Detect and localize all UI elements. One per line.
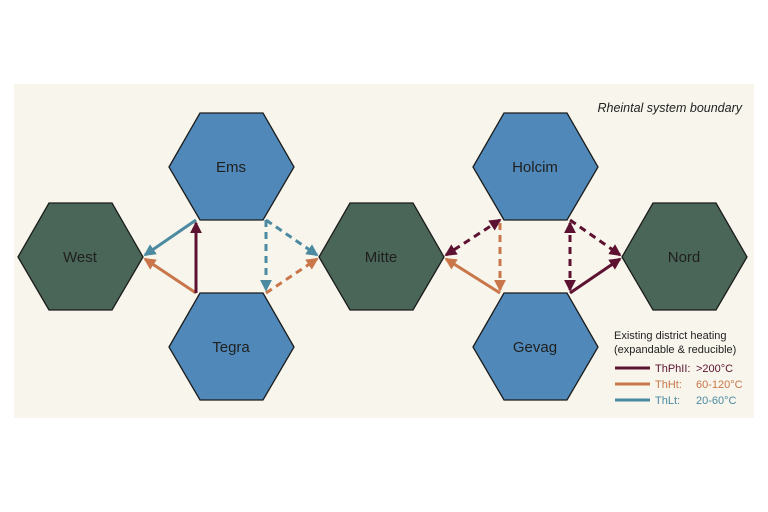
legend-name-thlt: ThLt: [655,395,680,407]
node-holcim: Holcim [472,112,599,221]
flow-gevag-mitte [444,257,501,295]
node-label-mitte: Mitte [365,249,398,266]
node-mitte: Mitte [318,202,445,311]
node-nord: Nord [621,202,748,311]
flow-holcim-mitte [444,218,502,257]
legend-range-thht: 60-120°C [696,379,743,391]
node-label-nord: Nord [668,249,701,266]
legend-title-line1: Existing district heating [614,330,727,342]
node-ems: Ems [168,112,295,221]
legend: Existing district heating (expandable & … [614,330,743,407]
node-label-gevag: Gevag [513,339,557,356]
flow-tegra-west [143,257,197,295]
node-label-ems: Ems [216,159,246,176]
legend-title-line2: (expandable & reducible) [614,344,736,356]
system-boundary-label: Rheintal system boundary [597,101,742,115]
node-gevag: Gevag [472,292,599,401]
flow-ems-mitte [265,218,319,257]
flow-holcim-nord [569,218,622,257]
flow-gevag-nord [569,257,622,295]
legend-name-thht: ThHt: [655,379,682,391]
node-label-holcim: Holcim [512,159,558,176]
node-west: West [17,202,144,311]
legend-range-thphii: >200°C [696,363,733,375]
legend-name-thphii: ThPhII: [655,363,690,375]
flow-ems-west [143,218,197,257]
node-label-tegra: Tegra [212,339,250,356]
node-tegra: Tegra [168,292,295,401]
node-label-west: West [63,249,98,266]
legend-range-thlt: 20-60°C [696,395,737,407]
flow-tegra-mitte [265,257,319,295]
